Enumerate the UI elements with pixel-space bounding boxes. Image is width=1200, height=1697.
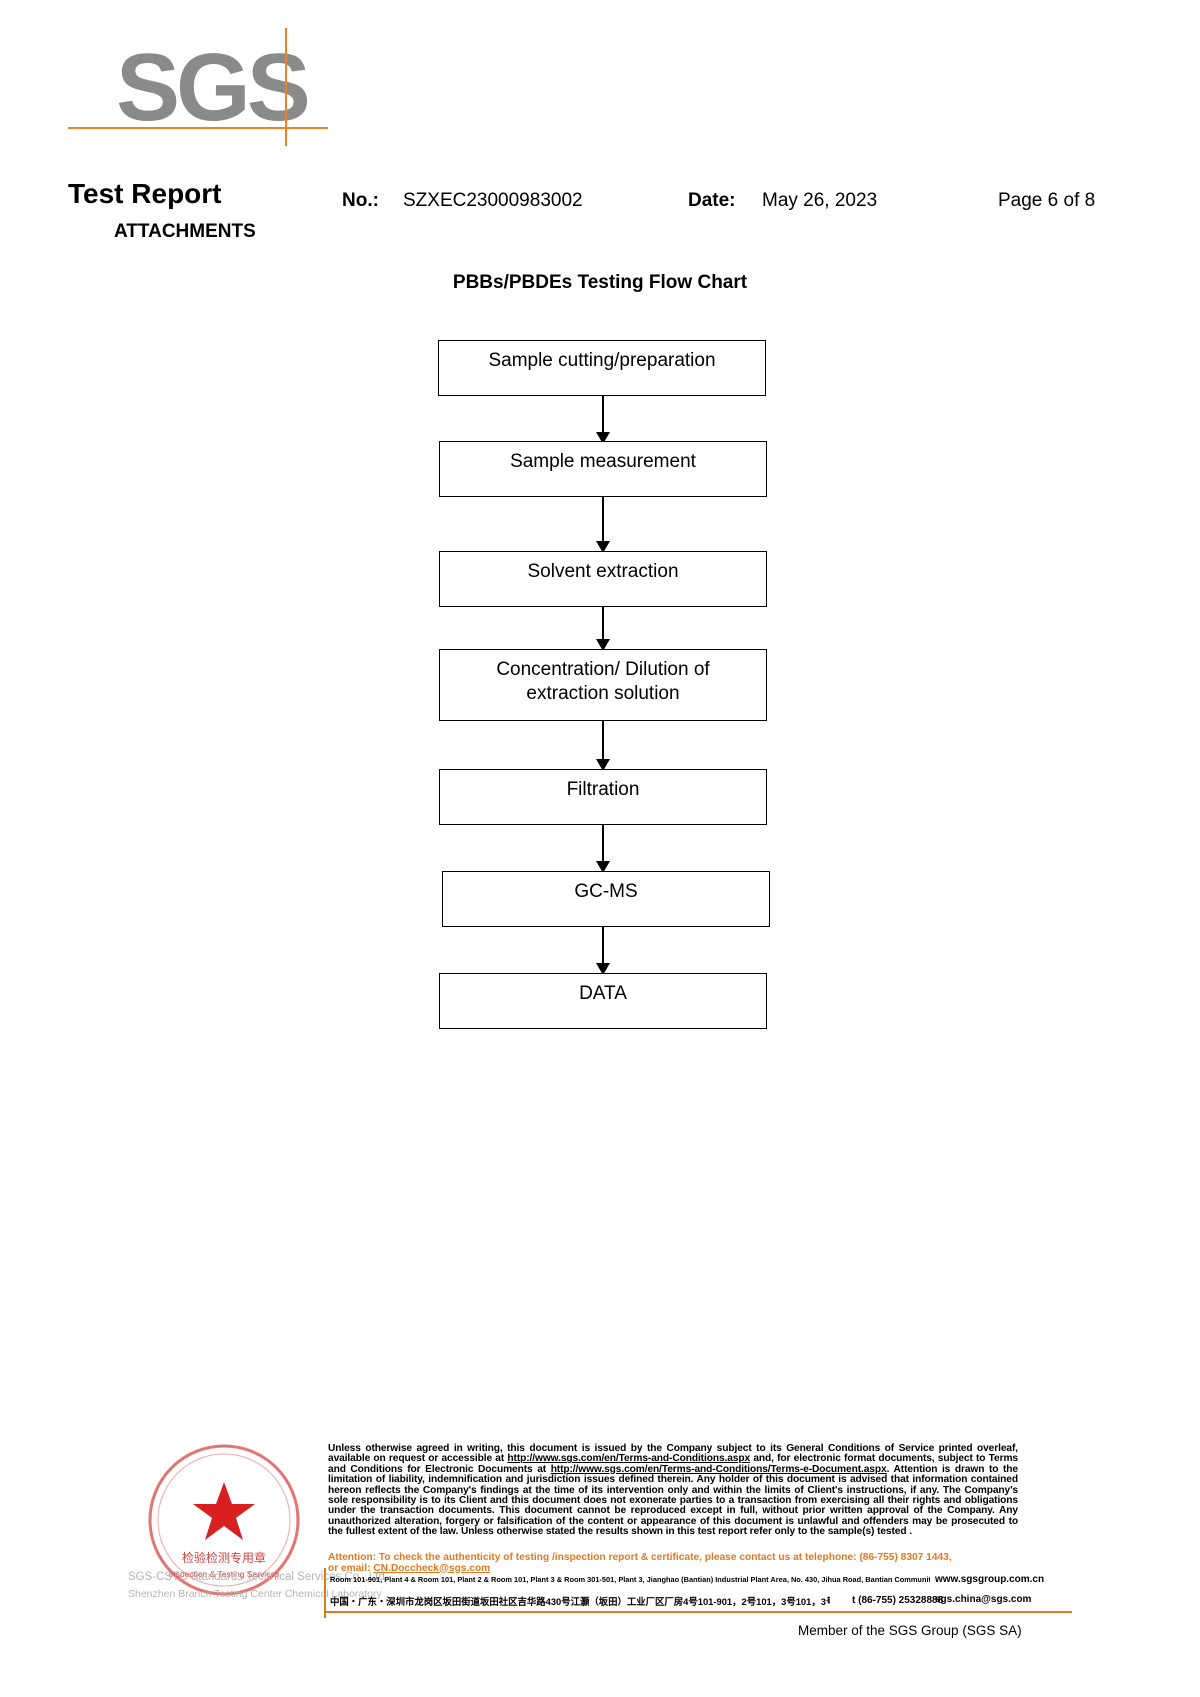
address-chinese: 中国・广东・深圳市龙岗区坂田街道坂田社区吉华路430号江灏（坂田）工业厂区厂房4… [330,1596,830,1607]
flow-arrow [596,927,610,975]
disclaimer-part-3: . Attention is drawn to the limitation o… [328,1463,1018,1538]
flow-step-solvent-extraction: Solvent extraction [439,551,767,607]
flow-step-label: Sample cutting/preparation [488,350,716,371]
sgs-group-membership: Member of the SGS Group (SGS SA) [798,1623,1022,1638]
flow-arrow [596,825,610,873]
svg-text:SGS: SGS [116,34,308,141]
flowchart-title: PBBs/PBDEs Testing Flow Chart [452,272,748,293]
flow-step-sample-cutting: Sample cutting/preparation [438,340,766,396]
stamp-label: 检验检测专用章 [182,1550,266,1565]
disclaimer-part-2: and, for electronic format documents, su… [328,1453,1019,1475]
website-link[interactable]: www.sgsgroup.com.cn [935,1574,1045,1585]
flow-step-label: Filtration [566,779,640,800]
e-document-terms-link[interactable]: http://www.sgs.com/en/Terms-and-Conditio… [550,1463,887,1475]
contact-email[interactable]: sgs.china@sgs.com [935,1594,1032,1605]
disclaimer-part-1: Unless otherwise agreed in writing, this… [328,1443,1018,1465]
authenticity-notice: Attention: To check the authenticity of … [328,1552,1018,1574]
footer-vertical-rule [324,1568,326,1618]
flow-step-label: Concentration/ Dilution of extraction so… [496,659,710,704]
legal-disclaimer: Unless otherwise agreed in writing, this… [328,1443,1019,1538]
flow-step-label: DATA [579,983,627,1004]
stamp-sublabel: Inspection & Testing Services [169,1569,280,1579]
terms-link[interactable]: http://www.sgs.com/en/Terms-and-Conditio… [507,1453,751,1465]
page-number: Page 6 of 8 [998,190,1096,211]
flow-step-label: Sample measurement [510,451,696,472]
flow-arrow [596,497,610,553]
company-name: SGS-CSTC Standards Technical Services Co… [128,1571,388,1583]
flow-arrow [596,721,610,771]
sgs-logo: SGS [68,28,328,146]
footer-horizontal-rule [324,1611,1072,1613]
report-date: May 26, 2023 [762,190,878,211]
flow-step-filtration: Filtration [439,769,767,825]
date-label: Date: [688,190,736,211]
report-number: SZXEC23000983002 [403,190,583,211]
report-subtitle: ATTACHMENTS [114,221,256,242]
company-branch: Shenzhen Branch Testing Center Chemical … [128,1588,382,1600]
company-seal-stamp: 检验检测专用章 Inspection & Testing Services [148,1444,300,1596]
phone-number: t (86-755) 25328888 [852,1595,944,1606]
email-prefix: or email: [328,1562,374,1574]
flow-step-data: DATA [439,973,767,1029]
address-english: Room 101-901, Plant 4 & Room 101, Plant … [330,1575,930,1584]
flow-step-label: Solvent extraction [527,561,679,582]
flow-step-sample-measurement: Sample measurement [439,441,767,497]
flow-step-label: GC-MS [574,881,638,902]
flow-arrow [596,607,610,651]
flow-step-concentration-dilution: Concentration/ Dilution of extraction so… [439,649,767,721]
doccheck-email-link[interactable]: CN.Doccheck@sgs.com [373,1562,491,1574]
flow-step-gc-ms: GC-MS [442,871,770,927]
report-number-label: No.: [342,190,379,211]
report-title: Test Report [68,178,222,209]
flow-arrow [596,396,610,444]
attention-text: Attention: To check the authenticity of … [328,1552,952,1563]
